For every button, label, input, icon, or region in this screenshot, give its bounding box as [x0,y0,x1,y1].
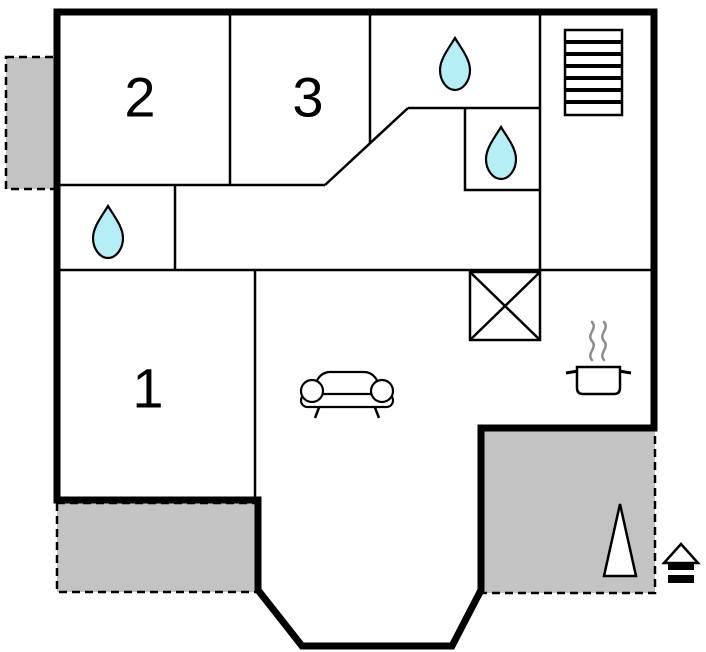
wall-diagonal [324,107,409,186]
water-drop-shape [91,203,125,260]
steam-line [601,320,607,362]
stove-icon [565,320,632,396]
terrace-lower-left [55,501,260,594]
sofa-icon [299,370,395,419]
staircase-icon [563,28,624,117]
house-stripe [668,570,694,575]
sofa-seat [299,392,395,409]
steam-line [589,320,595,362]
water-drop-shape [484,124,518,181]
sofa-armrest [299,378,325,404]
water-drop-icon [484,124,518,181]
house-icon [661,542,701,583]
crossed-box-diagonals [469,271,541,341]
pot-body [575,365,622,396]
room-3-label: 3 [292,66,323,129]
room-2-label: 2 [124,66,155,129]
crossed-box-icon [468,270,542,342]
tree-icon [602,503,638,578]
water-drop-icon [438,35,472,92]
sofa-armrest [369,378,395,404]
staircase-steps [565,40,622,104]
wall-small-bathroom [463,108,540,192]
porch-upper-left [4,55,59,191]
water-drop-icon [91,203,125,260]
room-1-label: 1 [132,357,163,420]
water-drop-shape [438,35,472,92]
